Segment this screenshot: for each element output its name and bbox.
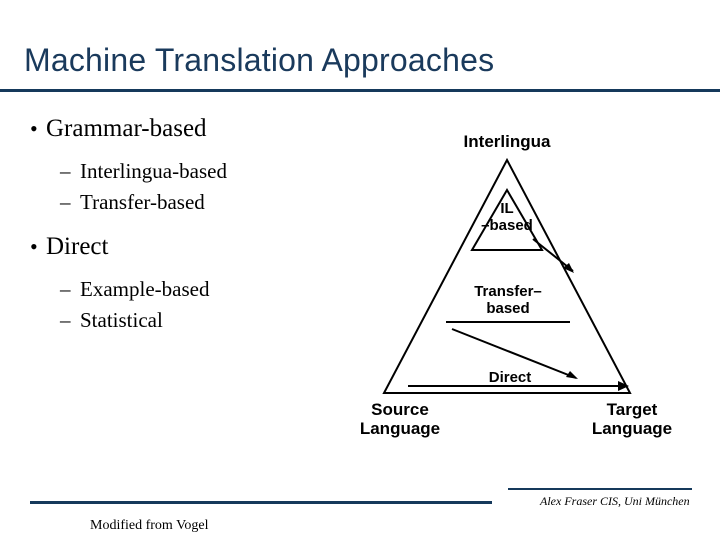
diagram-label-source-language: Source Language bbox=[359, 400, 441, 439]
triangle-graphic bbox=[382, 157, 632, 394]
diagram-label-target-language: Target Language bbox=[591, 400, 673, 439]
bullet-direct: Direct bbox=[30, 230, 400, 264]
footer-divider-right bbox=[508, 488, 692, 490]
diagram-label-il-based: IL –based bbox=[481, 200, 533, 234]
diagram-label-direct: Direct bbox=[488, 369, 532, 386]
diagram-label-interlingua: Interlingua bbox=[463, 132, 551, 151]
page-title: Machine Translation Approaches bbox=[24, 42, 495, 78]
title-divider bbox=[0, 89, 720, 92]
bullet-grammar-based: Grammar-based bbox=[30, 112, 400, 146]
bullet-example-based: Example-based bbox=[30, 274, 400, 305]
footer-attribution: Modified from Vogel bbox=[90, 518, 209, 533]
bullet-statistical: Statistical bbox=[30, 305, 400, 336]
vauquois-triangle-diagram: Interlingua IL –based Transfer– based Di… bbox=[330, 118, 702, 473]
bullet-transfer-based: Transfer-based bbox=[30, 187, 400, 218]
footer-divider-left bbox=[30, 501, 492, 504]
diagram-label-transfer-based: Transfer– based bbox=[474, 283, 542, 317]
bullet-interlingua-based: Interlingua-based bbox=[30, 156, 400, 187]
footer-author: Alex Fraser CIS, Uni München bbox=[540, 494, 690, 508]
bullet-list: Grammar-based Interlingua-based Transfer… bbox=[30, 112, 400, 336]
